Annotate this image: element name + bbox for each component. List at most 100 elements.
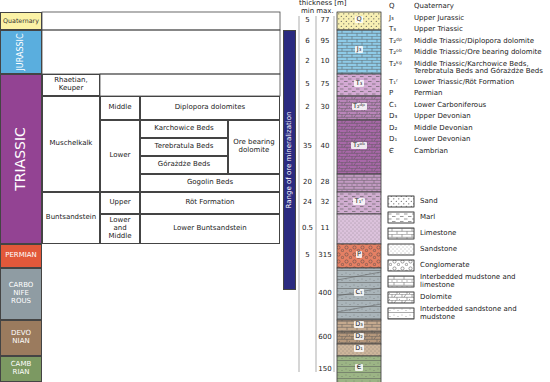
lithology-column	[337, 12, 381, 382]
thickness-value: 0.5	[302, 225, 313, 233]
unit-code: P	[356, 251, 363, 258]
era-band: PERMIAN	[0, 244, 42, 268]
unit-code: D₂	[354, 333, 365, 340]
cell-text: Górażdże Beds	[156, 161, 212, 169]
cell-text: Gogolin Beds	[185, 179, 235, 187]
legend-swatches	[388, 196, 414, 319]
code-meaning: Upper Devonian	[414, 113, 547, 121]
thickness-value: 32	[321, 199, 330, 207]
code-symbol: T₁ʳ	[389, 79, 398, 87]
stratigraphy-cell: Karchowice Beds	[140, 120, 228, 138]
code-meaning: Lower Devonian	[414, 136, 547, 144]
cell-text: Röt Formation	[183, 199, 236, 207]
code-meaning: Middle Devonian	[414, 125, 547, 133]
code-symbol: Є	[389, 148, 394, 156]
cell-text: Quaternary	[1, 17, 41, 24]
column-header: max.	[316, 8, 333, 16]
thickness-value: 600	[318, 334, 331, 342]
column-header: thickness [m]	[299, 0, 347, 8]
legend-text: Interbedded sandstone and mudstone	[420, 306, 547, 321]
unit-code: T₃	[354, 80, 364, 87]
code-symbol: T₂ᵈᵖ	[389, 38, 402, 46]
unit-code: C₁	[354, 289, 364, 296]
legend-text: Sandstone	[420, 246, 547, 253]
thickness-value: 28	[321, 179, 330, 187]
legend-text: Sand	[420, 198, 547, 205]
era-band: TRIASSIC	[0, 74, 42, 244]
unit-code: T₂ᵒᵇ	[351, 142, 366, 149]
thickness-value: 5	[305, 252, 309, 260]
stratigraphy-cell: Rhaetian, Keuper	[42, 74, 100, 96]
thickness-value: 6	[305, 38, 309, 46]
legend-text: Dolomite	[420, 294, 547, 301]
stratigraphy-cell: Górażdże Beds	[140, 156, 228, 174]
legend-text: Marl	[420, 214, 547, 221]
thickness-value: 40	[321, 143, 330, 151]
cell-text: Buntsandstein	[44, 214, 98, 222]
thickness-value: 2	[305, 104, 309, 112]
thickness-value: 95	[321, 38, 330, 46]
cell-text: CARBO NIFE ROUS	[1, 282, 41, 305]
code-meaning: Cambrian	[414, 148, 547, 156]
thickness-value: 24	[303, 199, 312, 207]
code-meaning: Middle Triassic/Ore bearing dolomite	[414, 49, 547, 57]
table-grid	[42, 12, 280, 96]
era-band: JURASSIC	[0, 30, 42, 74]
code-meaning: Quaternary	[414, 3, 547, 11]
vertical-label: JURASSIC	[17, 33, 26, 70]
code-symbol: T₂ᵒᵇ	[389, 49, 402, 57]
stratigraphy-cell: Ore bearing dolomite	[228, 120, 280, 174]
stratigraphy-cell: Middle	[100, 96, 140, 120]
legend-text: Interbedded mudstone and limestone	[420, 274, 547, 289]
cell-text: Middle	[106, 104, 133, 112]
stratigraphy-cell: Buntsandstein	[42, 192, 100, 244]
cell-text: Lower Buntsandstein	[171, 225, 249, 233]
thickness-value: 400	[318, 290, 331, 298]
unit-code: Q	[355, 16, 363, 23]
thickness-value: 30	[321, 104, 330, 112]
era-band: DEVO NIAN	[0, 320, 42, 356]
code-symbol: D₁	[389, 136, 397, 144]
code-meaning: Middle Triassic/Karchowice Beds, Terebra…	[414, 61, 547, 77]
stratigraphy-cell: Gogolin Beds	[140, 174, 280, 192]
code-symbol: P	[389, 90, 393, 98]
cell-text: Lower	[108, 152, 133, 160]
thickness-value: 10	[321, 58, 330, 66]
thickness-value: 11	[321, 225, 330, 233]
cell-text: Ore bearing dolomite	[229, 139, 279, 155]
thickness-value: 150	[318, 366, 331, 374]
thickness-value: 75	[321, 81, 330, 89]
era-band: Quaternary	[0, 12, 42, 30]
code-meaning: Lower Triassic/Röt Formation	[414, 79, 547, 87]
code-symbol: C₁	[389, 102, 397, 110]
code-meaning: Upper Triassic	[414, 26, 547, 34]
cell-text: Diplopora dolomites	[173, 104, 248, 112]
code-symbol: D₂	[389, 125, 397, 133]
unit-code: T₁ʳ	[353, 198, 364, 205]
unit-code: T₂ᵈᵖ	[352, 103, 367, 110]
code-symbol: T₂ᵏᵍ	[389, 61, 402, 69]
code-meaning: Middle Triassic/Diplopora dolomite	[414, 38, 547, 46]
code-meaning: Upper Jurassic	[414, 15, 547, 23]
cell-text: Muschelkalk	[48, 140, 95, 148]
cell-text: PERMIAN	[3, 252, 39, 260]
legend-text: Limestone	[420, 230, 547, 237]
thickness-value: 20	[303, 179, 312, 187]
stratigraphy-cell: Terebratula Beds	[140, 138, 228, 156]
thickness-value: 77	[321, 17, 330, 25]
thickness-columns	[299, 16, 334, 372]
range-bar: Range of ore mineralization	[283, 30, 296, 290]
cell-text: Upper	[107, 199, 132, 207]
era-band: CAMB RIAN	[0, 356, 42, 382]
code-symbol: D₃	[389, 113, 397, 121]
code-symbol: T₃	[389, 26, 396, 34]
vertical-label: Range of ore mineralization	[286, 112, 294, 209]
stratigraphy-cell: Lower and Middle	[100, 214, 140, 244]
thickness-value: 2	[305, 58, 309, 66]
unit-code: D₁	[354, 345, 365, 352]
thickness-value: 35	[303, 143, 312, 151]
cell-text: Lower and Middle	[101, 217, 139, 240]
code-symbol: J₃	[389, 15, 394, 23]
cell-text: DEVO NIAN	[1, 330, 41, 346]
